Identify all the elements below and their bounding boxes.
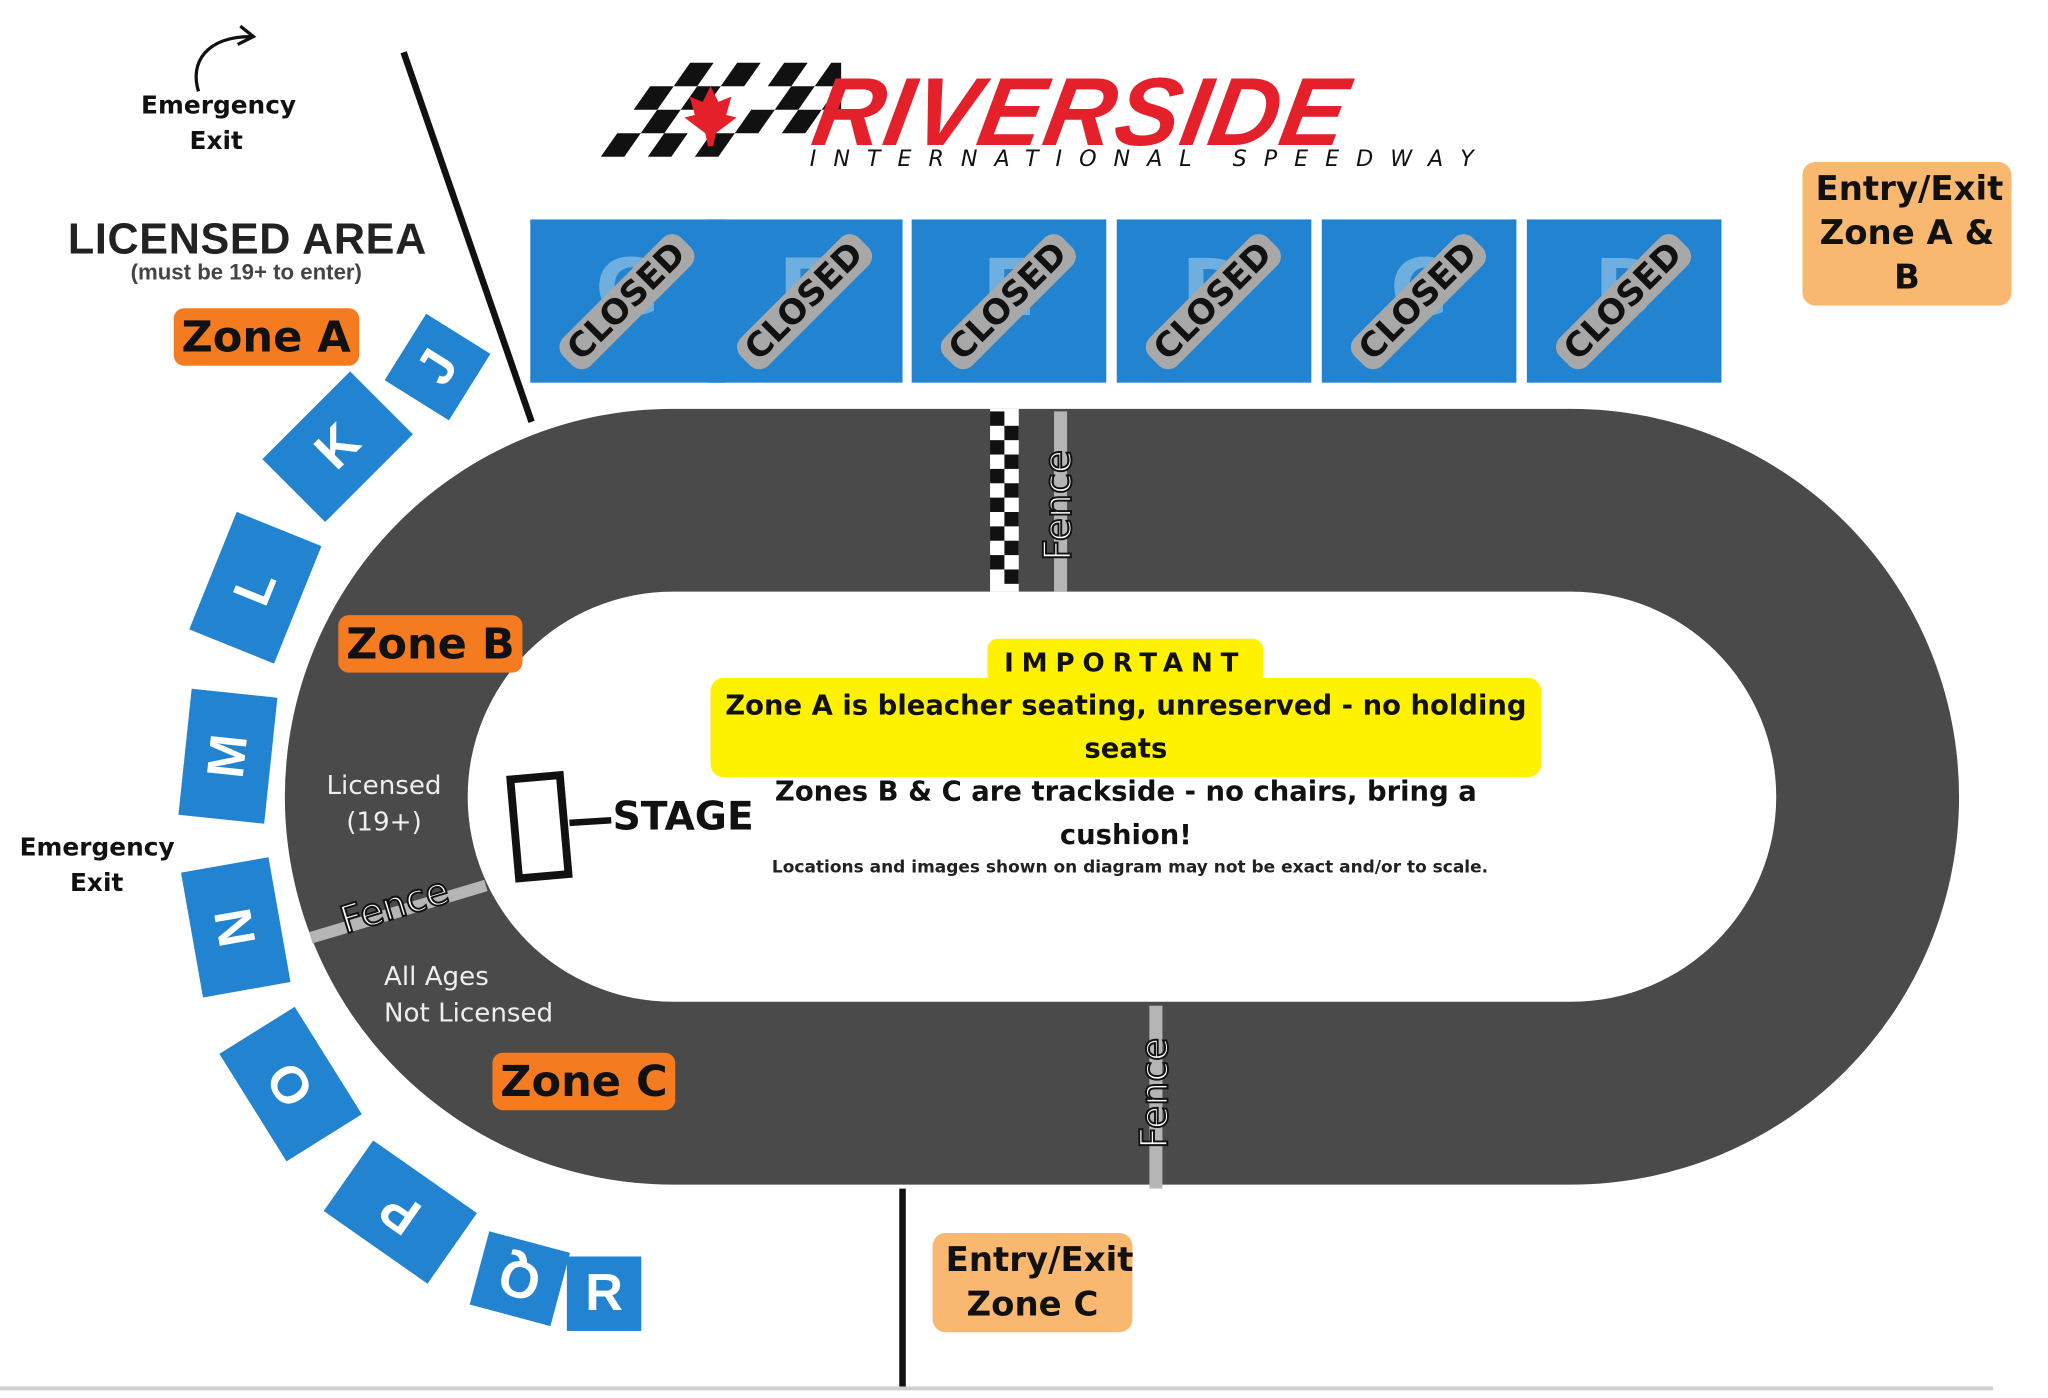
fence-label-top: Fence	[1035, 449, 1081, 562]
maple-leaf-icon	[684, 86, 737, 147]
checkered-start-line	[990, 408, 1019, 592]
logo-subtitle: INTERNATIONAL SPEEDWAY	[809, 146, 1491, 173]
zone-b-label: Zone B	[338, 615, 523, 673]
important-notice: Zone A is bleacher seating, unreserved -…	[710, 677, 1542, 850]
entry-exit-c-line2: Zone C	[966, 1285, 1099, 1325]
section-m[interactable]: M	[178, 688, 278, 824]
fence-top	[1054, 411, 1068, 592]
licensed-sub-label: Licensed (19+)	[326, 769, 442, 838]
zone-c-label: Zone C	[492, 1052, 676, 1111]
licensed-area-title: LICENSED AREA	[67, 214, 427, 263]
arrow-icon	[194, 34, 251, 92]
disclaimer: Locations and images shown on diagram ma…	[771, 858, 1489, 878]
entry-exit-ab-line2: Zone A & B	[1819, 214, 1995, 298]
section-r[interactable]: R	[566, 1256, 642, 1331]
entry-exit-c-line1: Entry/Exit	[945, 1240, 1134, 1280]
emergency-exit-top: Emergency Exit	[141, 91, 297, 156]
zone-a-label: Zone A	[173, 308, 359, 366]
divider-top-left	[400, 51, 535, 423]
important-line1: Zone A is bleacher seating, unreserved -…	[725, 689, 1527, 765]
logo: RIVERSIDE INTERNATIONAL SPEEDWAY	[580, 52, 1474, 183]
important-line2: Zones B & C are trackside - no chairs, b…	[774, 775, 1477, 851]
bay-e[interactable]: ECLOSED	[911, 219, 1107, 383]
stage-label: STAGE	[612, 794, 754, 840]
fence-bottom	[1149, 1005, 1163, 1189]
bay-b[interactable]: BCLOSED	[1526, 219, 1722, 383]
all-ages-sub-label: All Ages Not Licensed	[383, 959, 554, 1028]
fence-label-bottom: Fence	[1131, 1037, 1177, 1150]
bay-g[interactable]: GCLOSED	[530, 219, 725, 383]
bay-f[interactable]: FCLOSED	[707, 219, 903, 383]
checkered-flag-icon	[600, 62, 842, 157]
licensed-area-note: (must be 19+ to enter)	[130, 259, 362, 285]
fence-left	[309, 879, 488, 944]
entry-exit-zone-c: Entry/Exit Zone C	[932, 1232, 1134, 1333]
stage-icon	[506, 770, 573, 883]
entry-exit-ab-line1: Entry/Exit	[1815, 169, 2004, 209]
race-track	[284, 408, 1960, 1185]
emergency-exit-left: Emergency Exit	[19, 833, 175, 898]
entry-exit-zone-ab: Entry/Exit Zone A & B	[1802, 161, 2012, 306]
